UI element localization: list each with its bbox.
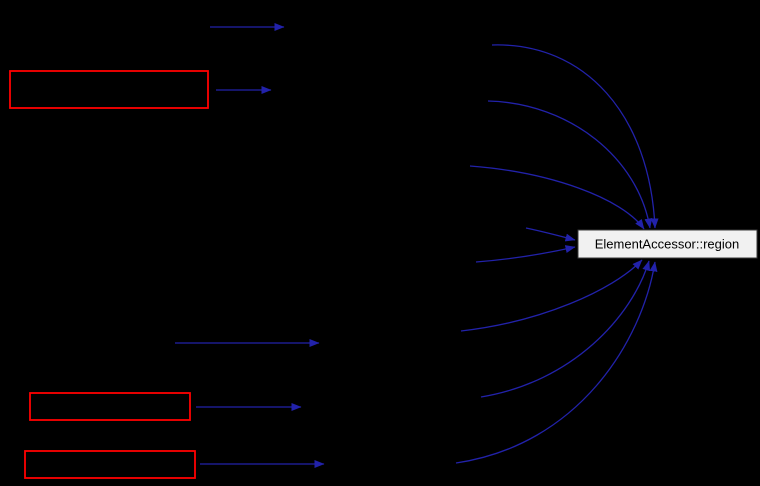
curved-call-edge	[455, 261, 658, 464]
curved-call-edge	[525, 227, 576, 242]
truncated-node-box[interactable]	[9, 70, 209, 109]
target-node-label: ElementAccessor::region	[595, 237, 740, 252]
truncated-node-box[interactable]	[29, 392, 191, 421]
curved-call-edge	[469, 165, 645, 230]
curved-call-edge	[460, 259, 643, 332]
target-node-box[interactable]	[577, 229, 758, 259]
curved-call-edge	[491, 44, 659, 229]
straight-edges-layer	[175, 23, 325, 468]
target-node[interactable]: ElementAccessor::region	[577, 229, 758, 259]
curved-call-edge	[487, 100, 653, 229]
truncated-nodes-layer	[9, 70, 209, 479]
curved-call-edge	[480, 260, 651, 398]
curved-edges-layer	[455, 44, 659, 464]
curved-call-edge	[475, 245, 576, 263]
truncated-node-box[interactable]	[24, 450, 196, 479]
